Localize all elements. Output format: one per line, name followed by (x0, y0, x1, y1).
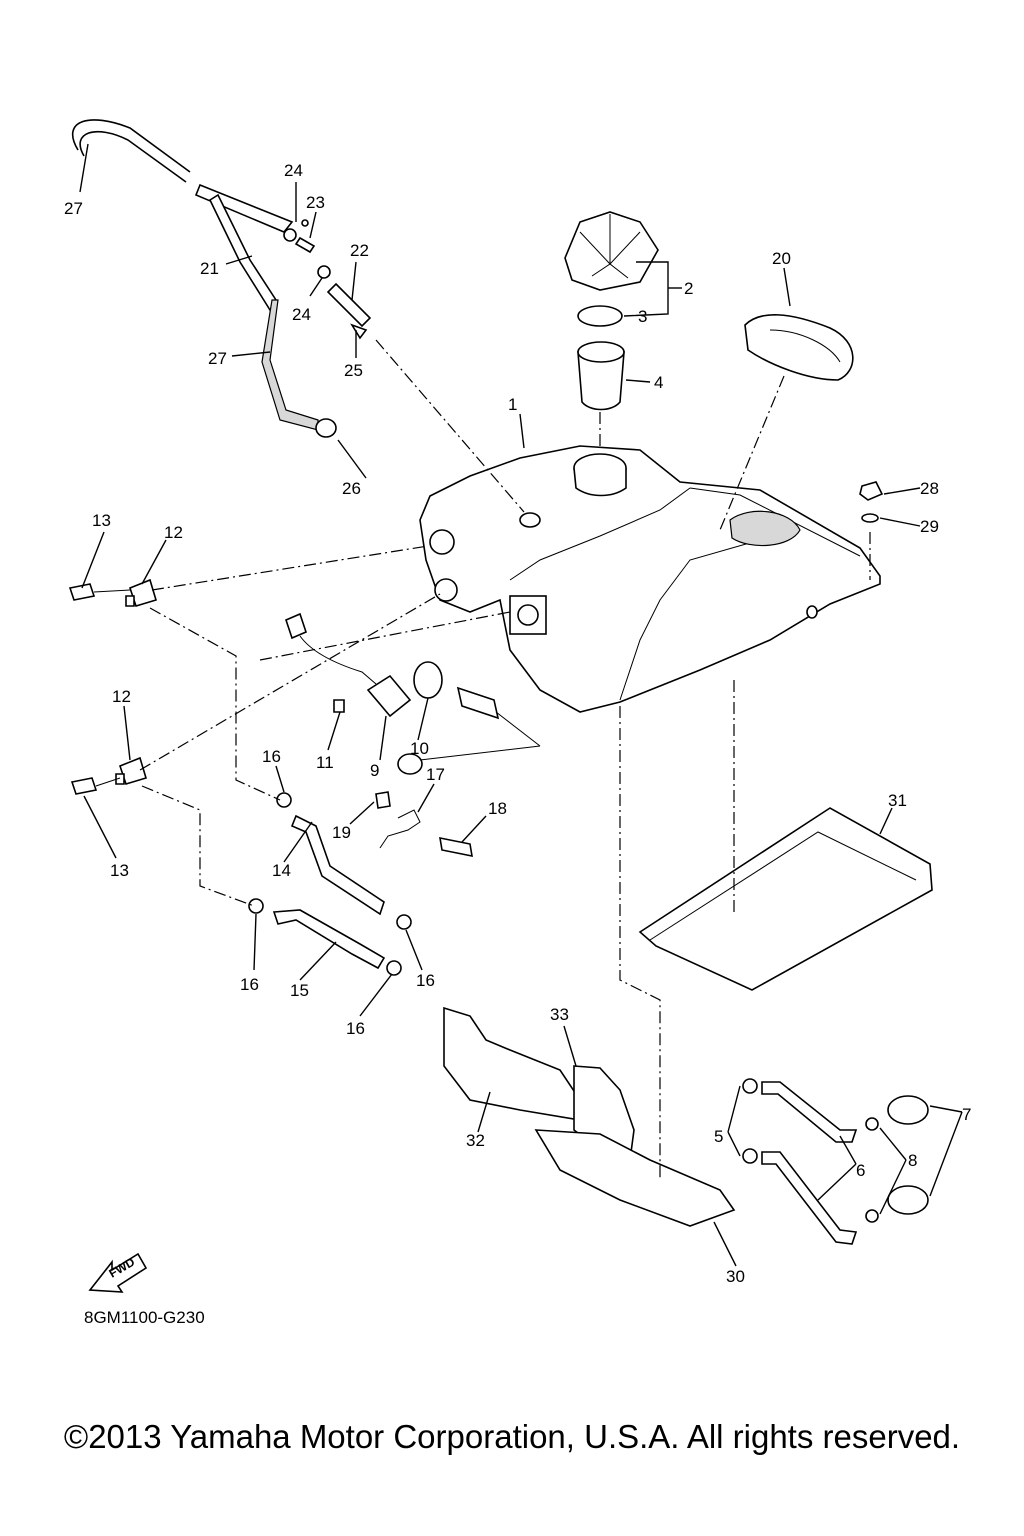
callout-16-c: 16 (416, 971, 435, 990)
breather-fittings (283, 219, 372, 340)
leader-lines (79, 143, 963, 1267)
callout-27: 27 (64, 199, 83, 218)
fuel-tank (419, 445, 881, 713)
callout-32: 32 (466, 1131, 485, 1150)
fuel-cap (564, 211, 659, 291)
callout-12: 12 (164, 523, 183, 542)
callout-25: 25 (344, 361, 363, 380)
mount-nut-washer (859, 481, 884, 523)
skid-plate (638, 807, 933, 991)
callout-16-d: 16 (346, 1019, 365, 1038)
callout-2: 2 (684, 279, 693, 298)
callout-16-a: 16 (262, 747, 281, 766)
callout-20: 20 (772, 249, 791, 268)
alignment-lines (139, 339, 871, 1180)
callout-26: 26 (342, 479, 361, 498)
callout-10: 10 (410, 739, 429, 758)
callout-9: 9 (370, 761, 379, 780)
callout-24-lower: 24 (292, 305, 311, 324)
callout-22: 22 (350, 241, 369, 260)
filler-neck (577, 341, 625, 411)
diagram-code: 8GM1100-G230 (84, 1308, 205, 1327)
heat-shields (443, 1006, 736, 1227)
callout-31: 31 (888, 791, 907, 810)
callout-8: 8 (908, 1151, 917, 1170)
callout-27-lower: 27 (208, 349, 227, 368)
callout-16-b: 16 (240, 975, 259, 994)
breather-hose (71, 119, 337, 438)
tank-strap (744, 314, 854, 381)
callout-23: 23 (306, 193, 325, 212)
callout-17: 17 (426, 765, 445, 784)
callout-18: 18 (488, 799, 507, 818)
callout-28: 28 (920, 479, 939, 498)
cap-gasket (577, 305, 623, 327)
callout-11: 11 (316, 753, 334, 772)
callout-13: 13 (92, 511, 111, 530)
callout-7: 7 (962, 1105, 971, 1124)
callout-5: 5 (714, 1127, 723, 1146)
callout-6: 6 (856, 1161, 865, 1180)
callout-21: 21 (200, 259, 219, 278)
filter-assembly (742, 1078, 929, 1245)
callout-13-lower: 13 (110, 861, 129, 880)
fuel-cock-lower (70, 756, 147, 795)
fwd-arrow: FWD (88, 1252, 148, 1293)
fuel-cock-upper (68, 578, 157, 607)
sender-bracket (375, 791, 473, 858)
callout-24: 24 (284, 161, 303, 180)
callout-29: 29 (920, 517, 939, 536)
callout-labels: 27 24 23 22 21 24 27 25 26 2 3 4 1 20 28… (64, 161, 971, 1286)
callout-12-lower: 12 (112, 687, 131, 706)
callout-1: 1 (508, 395, 517, 414)
callout-19: 19 (332, 823, 351, 842)
fuel-hoses (248, 792, 412, 976)
copyright-notice: ©2013 Yamaha Motor Corporation, U.S.A. A… (63, 1418, 961, 1455)
callout-30: 30 (726, 1267, 745, 1286)
fuel-sender (285, 612, 541, 775)
callout-4: 4 (654, 373, 663, 392)
callout-3: 3 (638, 307, 647, 326)
callout-15: 15 (290, 981, 309, 1000)
callout-14: 14 (272, 861, 291, 880)
callout-33: 33 (550, 1005, 569, 1024)
